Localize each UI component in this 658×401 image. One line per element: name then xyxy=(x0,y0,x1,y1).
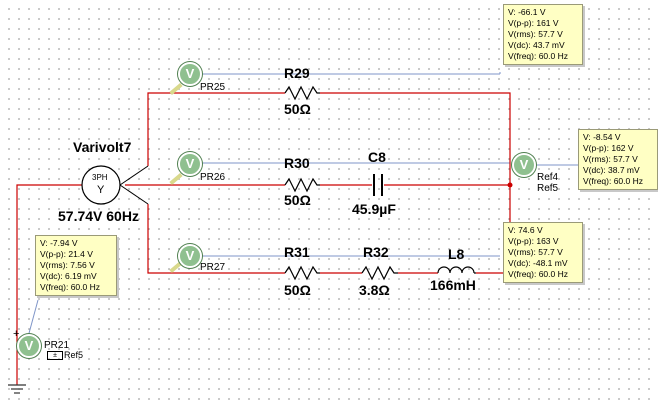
pr26-vpp: V(p-p): 162 V xyxy=(583,143,634,153)
r31-value: 50Ω xyxy=(284,282,311,298)
pr21-vdc: V(dc): 6.19 mV xyxy=(40,271,97,281)
pr21-ref-icon: ± xyxy=(47,351,63,360)
voltage-probe-pr25[interactable]: V xyxy=(178,62,202,86)
pr27-vpp: V(p-p): 163 V xyxy=(508,236,559,246)
pr25-readout: V: -66.1 V V(p-p): 161 V V(rms): 57.7 V … xyxy=(503,4,583,65)
c8-ref: C8 xyxy=(368,149,386,165)
pr26-readout: V: -8.54 V V(p-p): 162 V V(rms): 57.7 V … xyxy=(578,129,658,190)
resistor-r31[interactable] xyxy=(284,265,320,281)
pr25-v: V: -66.1 V xyxy=(508,7,546,17)
ref4-sublabel: Ref5 xyxy=(537,183,559,194)
inductor-l8[interactable] xyxy=(437,266,476,274)
source-rating: 57.74V 60Hz xyxy=(58,208,139,224)
resistor-r30[interactable] xyxy=(284,177,320,193)
ground-symbol xyxy=(8,384,26,394)
three-phase-source[interactable] xyxy=(81,165,149,205)
pr26-v: V: -8.54 V xyxy=(583,132,621,142)
r29-ref: R29 xyxy=(284,65,310,81)
pr21-vfreq: V(freq): 60.0 Hz xyxy=(40,282,100,292)
c8-value: 45.9µF xyxy=(352,201,396,217)
pr21-vrms: V(rms): 7.56 V xyxy=(40,260,95,270)
voltage-probe-pr26[interactable]: V xyxy=(178,152,202,176)
source-connection: Y xyxy=(97,184,105,196)
pr27-readout: V: 74.6 V V(p-p): 163 V V(rms): 57.7 V V… xyxy=(503,222,583,283)
pr26-label: PR26 xyxy=(200,172,226,183)
pr27-vfreq: V(freq): 60.0 Hz xyxy=(508,269,568,279)
pr25-label: PR25 xyxy=(200,82,226,93)
pr26-vfreq: V(freq): 60.0 Hz xyxy=(583,176,643,186)
probe-lines xyxy=(27,72,578,338)
r31-ref: R31 xyxy=(284,244,310,260)
pr27-v: V: 74.6 V xyxy=(508,225,543,235)
voltage-probe-ref4[interactable]: V xyxy=(512,153,536,177)
pr21-v: V: -7.94 V xyxy=(40,238,78,248)
pr25-vpp: V(p-p): 161 V xyxy=(508,18,559,28)
resistor-r29[interactable] xyxy=(284,85,320,101)
pr21-readout: V: -7.94 V V(p-p): 21.4 V V(rms): 7.56 V… xyxy=(35,235,117,296)
junction-dot xyxy=(507,182,513,188)
ref4-label: Ref4 xyxy=(537,172,559,183)
r30-ref: R30 xyxy=(284,155,310,171)
l8-ref: L8 xyxy=(448,246,465,262)
pr21-vpp: V(p-p): 21.4 V xyxy=(40,249,93,259)
l8-value: 166mH xyxy=(430,277,476,293)
pr25-vfreq: V(freq): 60.0 Hz xyxy=(508,51,568,61)
resistor-r32[interactable] xyxy=(361,265,398,281)
r32-ref: R32 xyxy=(363,244,389,260)
voltage-probe-pr27[interactable]: V xyxy=(178,244,202,268)
capacitor-c8[interactable] xyxy=(373,174,383,196)
pr25-vrms: V(rms): 57.7 V xyxy=(508,29,563,39)
pr27-vdc: V(dc): -48.1 mV xyxy=(508,258,568,268)
pr27-vrms: V(rms): 57.7 V xyxy=(508,247,563,257)
r30-value: 50Ω xyxy=(284,192,311,208)
r29-value: 50Ω xyxy=(284,101,311,117)
pr21-label: PR21 xyxy=(44,340,70,351)
pr27-label: PR27 xyxy=(200,262,226,273)
circuit-wires xyxy=(16,92,511,385)
voltage-probe-pr21[interactable]: V xyxy=(17,334,41,358)
pr26-vdc: V(dc): 38.7 mV xyxy=(583,165,640,175)
pr25-vdc: V(dc): 43.7 mV xyxy=(508,40,565,50)
pr21-ref-label: Ref5 xyxy=(64,350,84,360)
source-phase-label: 3PH xyxy=(92,173,108,182)
pr26-vrms: V(rms): 57.7 V xyxy=(583,154,638,164)
r32-value: 3.8Ω xyxy=(359,282,390,298)
source-name: Varivolt7 xyxy=(73,139,132,155)
ground-plus: + xyxy=(13,328,19,340)
